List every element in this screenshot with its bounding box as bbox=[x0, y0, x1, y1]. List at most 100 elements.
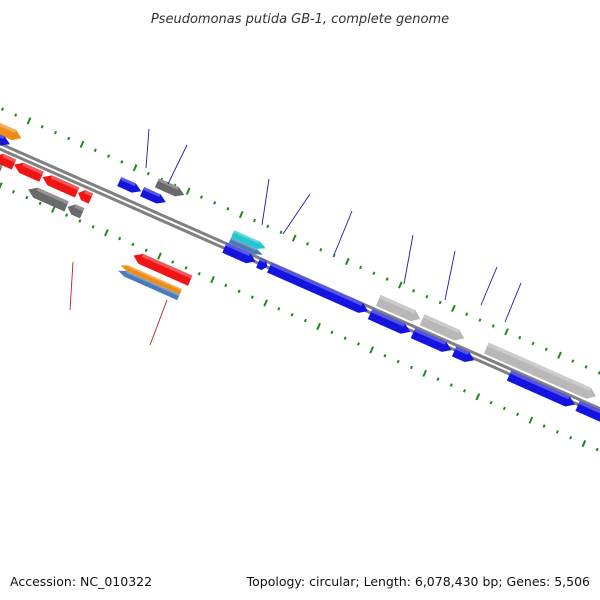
gene-red-reverse bbox=[133, 253, 193, 286]
gene-arrow-body bbox=[410, 328, 452, 352]
gene-arrow-highlight bbox=[423, 314, 460, 333]
tick-mark-outer bbox=[132, 164, 138, 172]
label-leader-line bbox=[403, 234, 414, 285]
gene-arrow-highlight bbox=[36, 187, 69, 205]
tick-mark-inner bbox=[316, 322, 321, 331]
gene-arrow-highlight bbox=[74, 204, 85, 212]
gene-arrow-body bbox=[133, 253, 193, 286]
tick-mark-inner bbox=[516, 412, 520, 417]
tick-mark-outer bbox=[359, 265, 363, 270]
gene-blue-forward bbox=[140, 187, 166, 204]
tick-mark-outer bbox=[306, 242, 310, 246]
tick-mark-inner bbox=[184, 266, 188, 270]
gene-arrow-body bbox=[451, 346, 475, 363]
gene-arrow-highlight bbox=[370, 309, 406, 327]
tick-mark-inner bbox=[489, 400, 493, 405]
tick-mark-outer bbox=[26, 117, 32, 125]
tick-mark-outer bbox=[557, 351, 562, 359]
tick-mark-inner bbox=[581, 440, 587, 448]
gene-arrow-body bbox=[0, 131, 10, 146]
tick-mark-inner bbox=[250, 295, 254, 299]
gene-arrow-highlight bbox=[50, 175, 80, 191]
gene-blue-forward bbox=[506, 370, 575, 407]
tick-mark-inner bbox=[131, 242, 135, 247]
tick-mark-outer bbox=[279, 230, 283, 234]
tick-mark-outer bbox=[79, 140, 85, 148]
tick-mark-outer bbox=[531, 341, 535, 346]
tick-mark-inner bbox=[171, 260, 175, 264]
tick-mark-inner bbox=[290, 312, 294, 317]
tick-mark-outer bbox=[571, 359, 575, 363]
gene-arrow-body bbox=[0, 117, 22, 141]
tick-mark-inner bbox=[263, 299, 268, 307]
gene-arrow-body bbox=[42, 175, 80, 198]
gene-red-reverse bbox=[42, 175, 80, 198]
gene-arrow-body bbox=[140, 187, 166, 204]
gene-gray-light-forward bbox=[419, 314, 465, 341]
gene-arrow-body bbox=[14, 162, 44, 182]
label-leader-line bbox=[504, 282, 522, 323]
gene-arrow-highlight bbox=[142, 187, 161, 198]
tick-mark-outer bbox=[385, 277, 389, 281]
gene-arrow-highlight bbox=[128, 265, 183, 291]
tick-mark-inner bbox=[12, 189, 16, 194]
tick-mark-outer bbox=[146, 171, 150, 176]
gene-arrow-body bbox=[231, 230, 266, 249]
tick-mark-outer bbox=[93, 148, 97, 152]
tick-mark-outer bbox=[491, 324, 495, 328]
gene-gray-light-forward bbox=[375, 294, 421, 322]
tick-mark-inner bbox=[197, 271, 201, 276]
gene-arrow-highlight bbox=[125, 271, 180, 297]
tick-mark-inner bbox=[422, 369, 428, 377]
gene-arrow-highlight bbox=[259, 257, 266, 264]
tick-mark-outer bbox=[238, 211, 244, 219]
gene-arrow-highlight bbox=[230, 237, 257, 251]
gene-arrow-body bbox=[575, 400, 600, 424]
gene-arrow-body bbox=[120, 265, 183, 295]
tick-mark-outer bbox=[226, 207, 230, 211]
tick-mark-outer bbox=[266, 224, 270, 229]
tick-mark-inner bbox=[0, 182, 3, 190]
gene-arrow-highlight bbox=[0, 117, 17, 134]
tick-mark-outer bbox=[319, 248, 323, 252]
tick-mark-outer bbox=[412, 289, 416, 293]
tick-mark-inner bbox=[595, 447, 599, 452]
tick-mark-inner bbox=[78, 219, 82, 223]
label-leader-line bbox=[261, 178, 270, 226]
accession-text: Accession: NC_010322 bbox=[10, 574, 152, 589]
tick-mark-inner bbox=[65, 213, 69, 217]
gene-arrow-highlight bbox=[487, 342, 592, 392]
gene-blue-forward bbox=[451, 346, 475, 363]
tick-mark-outer bbox=[478, 318, 482, 322]
tick-mark-inner bbox=[118, 236, 122, 241]
genome-summary-text: Topology: circular; Length: 6,078,430 bp… bbox=[246, 574, 590, 589]
gene-arrow-body bbox=[67, 204, 85, 219]
gene-blue-forward bbox=[0, 131, 10, 146]
tick-mark-outer bbox=[451, 304, 456, 312]
gene-arrow-body bbox=[375, 294, 421, 322]
gene-arrow-body bbox=[0, 153, 17, 170]
gene-blue-forward bbox=[410, 328, 452, 352]
tick-mark-outer bbox=[14, 113, 18, 117]
tick-mark-outer bbox=[53, 130, 58, 135]
tick-mark-outer bbox=[438, 300, 442, 305]
tick-mark-outer bbox=[67, 136, 71, 141]
tick-mark-outer bbox=[372, 271, 376, 276]
gene-arrow-highlight bbox=[0, 160, 3, 168]
tick-mark-outer bbox=[465, 312, 469, 317]
tick-mark-inner bbox=[383, 353, 387, 358]
tick-mark-outer bbox=[504, 328, 509, 336]
gene-blue-forward bbox=[222, 242, 256, 264]
gene-cyan-forward bbox=[231, 230, 266, 249]
gene-arrow-body bbox=[28, 187, 69, 212]
label-leader-line bbox=[480, 266, 498, 306]
tick-mark-outer bbox=[518, 335, 522, 340]
tick-mark-inner bbox=[38, 201, 42, 206]
gene-arrow-body bbox=[256, 257, 268, 271]
gene-orange-reverse bbox=[120, 265, 183, 295]
gene-arrow-highlight bbox=[0, 131, 5, 140]
gene-arrow-highlight bbox=[120, 176, 136, 187]
tick-mark-outer bbox=[398, 281, 403, 289]
gene-blue-forward bbox=[575, 400, 600, 424]
tick-mark-outer bbox=[107, 154, 111, 158]
